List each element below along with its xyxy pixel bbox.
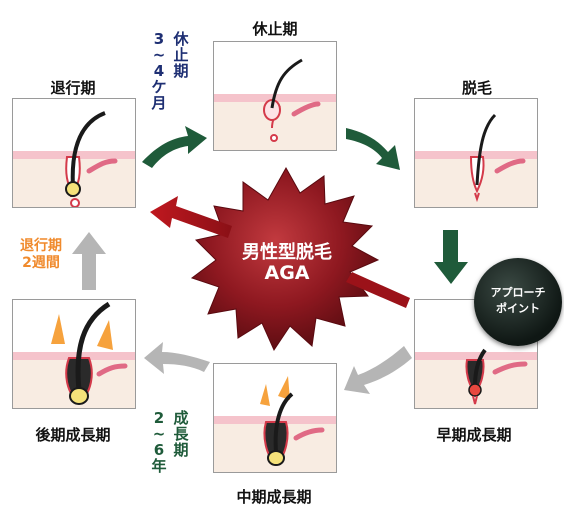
grey-arrow-koki-to-taikou bbox=[72, 232, 106, 290]
center-subtitle: AGA bbox=[264, 262, 310, 284]
label-chuki: 中期成長期 bbox=[236, 488, 312, 506]
panel-taikou bbox=[12, 98, 136, 208]
red-arrow-to-taikou bbox=[150, 196, 232, 238]
label-souki: 早期成長期 bbox=[436, 426, 512, 444]
green-arrow-datsumou-to-souki bbox=[434, 230, 468, 284]
growth-label-vertical: 成 長 期 bbox=[173, 409, 189, 459]
green-arrow-taikou-to-kyushi bbox=[142, 126, 207, 168]
label-datsumou: 脱毛 bbox=[461, 79, 492, 97]
label-kyushi: 休止期 bbox=[252, 20, 298, 38]
grey-arrow-souki-to-chuki bbox=[344, 346, 412, 394]
panel-kyushi bbox=[213, 41, 337, 151]
approach-point-badge: アプローチ ポイント bbox=[474, 258, 562, 346]
label-koki: 後期成長期 bbox=[35, 426, 111, 444]
grey-arrow-chuki-to-koki bbox=[144, 342, 210, 374]
center-title: 男性型脱毛 bbox=[242, 242, 332, 263]
growth-duration-note: 2 ~ 6 年 bbox=[151, 409, 167, 475]
red-arrow-to-souki bbox=[346, 272, 410, 308]
panel-chuki bbox=[213, 363, 337, 473]
label-taikou: 退行期 bbox=[50, 79, 96, 97]
regression-duration-note: 退行期 2週間 bbox=[20, 238, 62, 271]
rest-label-vertical: 休止期 bbox=[173, 30, 189, 80]
panel-datsumou bbox=[414, 98, 538, 208]
panel-koki bbox=[12, 299, 136, 409]
green-arrow-kyushi-to-datsumou bbox=[346, 128, 400, 170]
rest-duration-note: 3 ~ 4 ケ 月 bbox=[151, 30, 167, 112]
